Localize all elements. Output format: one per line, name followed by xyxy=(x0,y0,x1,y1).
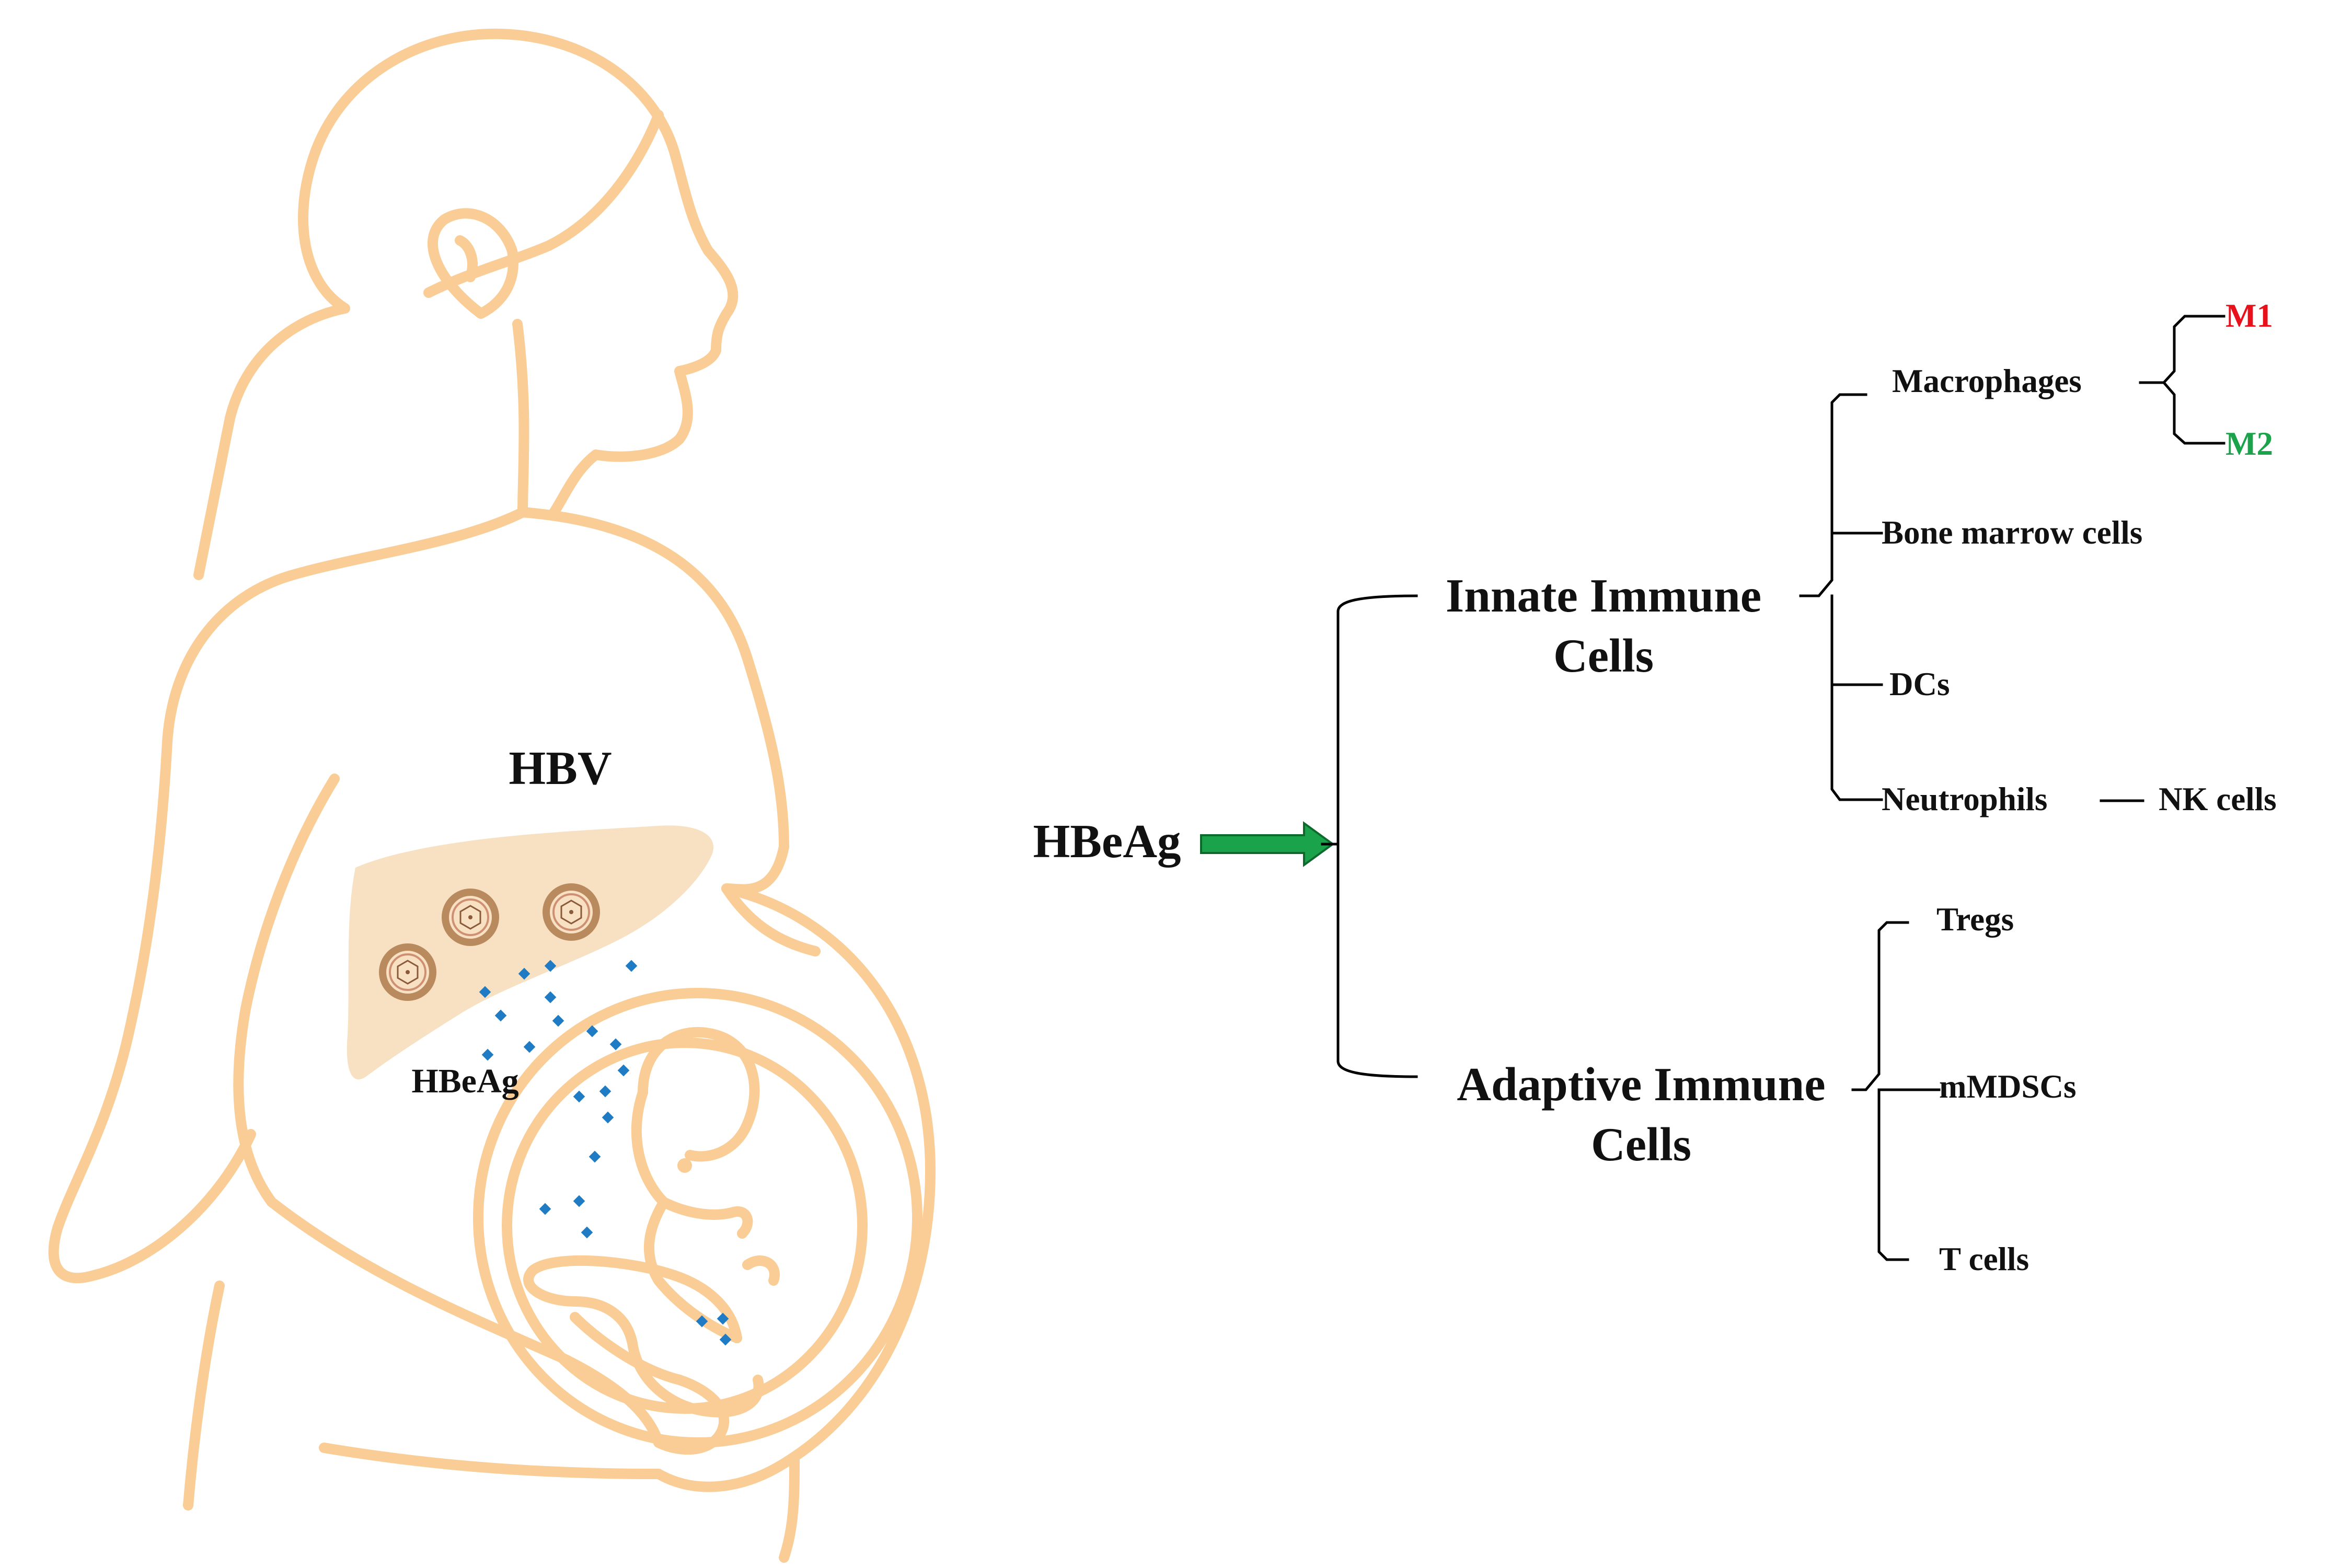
pregnant-woman-illustration: HBV HBeAg xyxy=(48,28,936,1563)
leg-front-outline xyxy=(779,1453,800,1563)
m2-label: M2 xyxy=(2225,425,2273,462)
liver-hbeag-label: HBeAg xyxy=(411,1062,518,1100)
amniotic-sac-outline xyxy=(502,1037,868,1414)
adaptive-branch-bracket xyxy=(1851,921,1941,1261)
immune-cell-tree: HBeAg Innate Immune Cells Macrophages Bo… xyxy=(1033,297,2276,1277)
hbv-label: HBV xyxy=(509,742,612,794)
innate-immune-cells-label-line1: Innate Immune xyxy=(1446,569,1761,622)
macrophages-label: Macrophages xyxy=(1892,363,2082,399)
belly-outline xyxy=(653,883,936,1492)
hand-outline xyxy=(570,1312,730,1455)
ear-inner-outline xyxy=(455,235,478,282)
back-outline xyxy=(517,507,789,852)
neutrophils-label: Neutrophils xyxy=(1882,781,2047,817)
mmdscs-label: mMDSCs xyxy=(1939,1068,2077,1105)
macrophage-branch-bracket xyxy=(2139,315,2225,445)
head-outline xyxy=(298,28,739,462)
innate-branch-bracket xyxy=(1799,393,1883,801)
t-cells-label: T cells xyxy=(1939,1241,2029,1277)
fetus-illustration xyxy=(523,1027,780,1417)
nk-cells-label: NK cells xyxy=(2159,781,2277,817)
adaptive-immune-cells-label-line1: Adaptive Immune xyxy=(1457,1058,1825,1111)
forearm-outline xyxy=(267,1197,664,1448)
thigh-outline xyxy=(319,1443,664,1479)
hair-outline xyxy=(193,303,350,580)
hbv-virion-icon xyxy=(379,943,436,1001)
womb-outline xyxy=(473,988,922,1448)
fetus-arm-outline xyxy=(659,1197,753,1239)
hbeag-source-label: HBeAg xyxy=(1033,815,1181,868)
liver-shape xyxy=(347,825,714,1080)
hbeag-particles xyxy=(479,960,732,1346)
dcs-label: DCs xyxy=(1889,666,1950,702)
hbv-virion-icon xyxy=(442,889,499,946)
main-branch-bracket xyxy=(1321,594,1418,1078)
adaptive-immune-cells-label-line2: Cells xyxy=(1591,1118,1691,1171)
tregs-label: Tregs xyxy=(1936,901,2014,938)
hbv-virion-icon xyxy=(543,883,600,941)
arm-outline xyxy=(233,774,340,1207)
fetus-eye-icon xyxy=(677,1158,692,1173)
fetus-leg-outline xyxy=(523,1255,764,1417)
neck-back-outline xyxy=(512,319,529,517)
innate-immune-cells-label-line2: Cells xyxy=(1553,629,1654,682)
fetus-body-outline xyxy=(631,1087,742,1343)
green-arrow-icon xyxy=(1200,821,1335,867)
fetus-foot-outline xyxy=(742,1255,780,1286)
fetus-head-outline xyxy=(638,1027,760,1162)
shoulder-outline xyxy=(48,507,528,1283)
neck-front-outline xyxy=(549,449,601,517)
hair-inner-outline xyxy=(423,110,664,298)
m1-label: M1 xyxy=(2225,297,2273,334)
hip-outline xyxy=(183,1281,225,1511)
ear-outline xyxy=(427,208,518,319)
bone-marrow-cells-label: Bone marrow cells xyxy=(1882,514,2142,551)
